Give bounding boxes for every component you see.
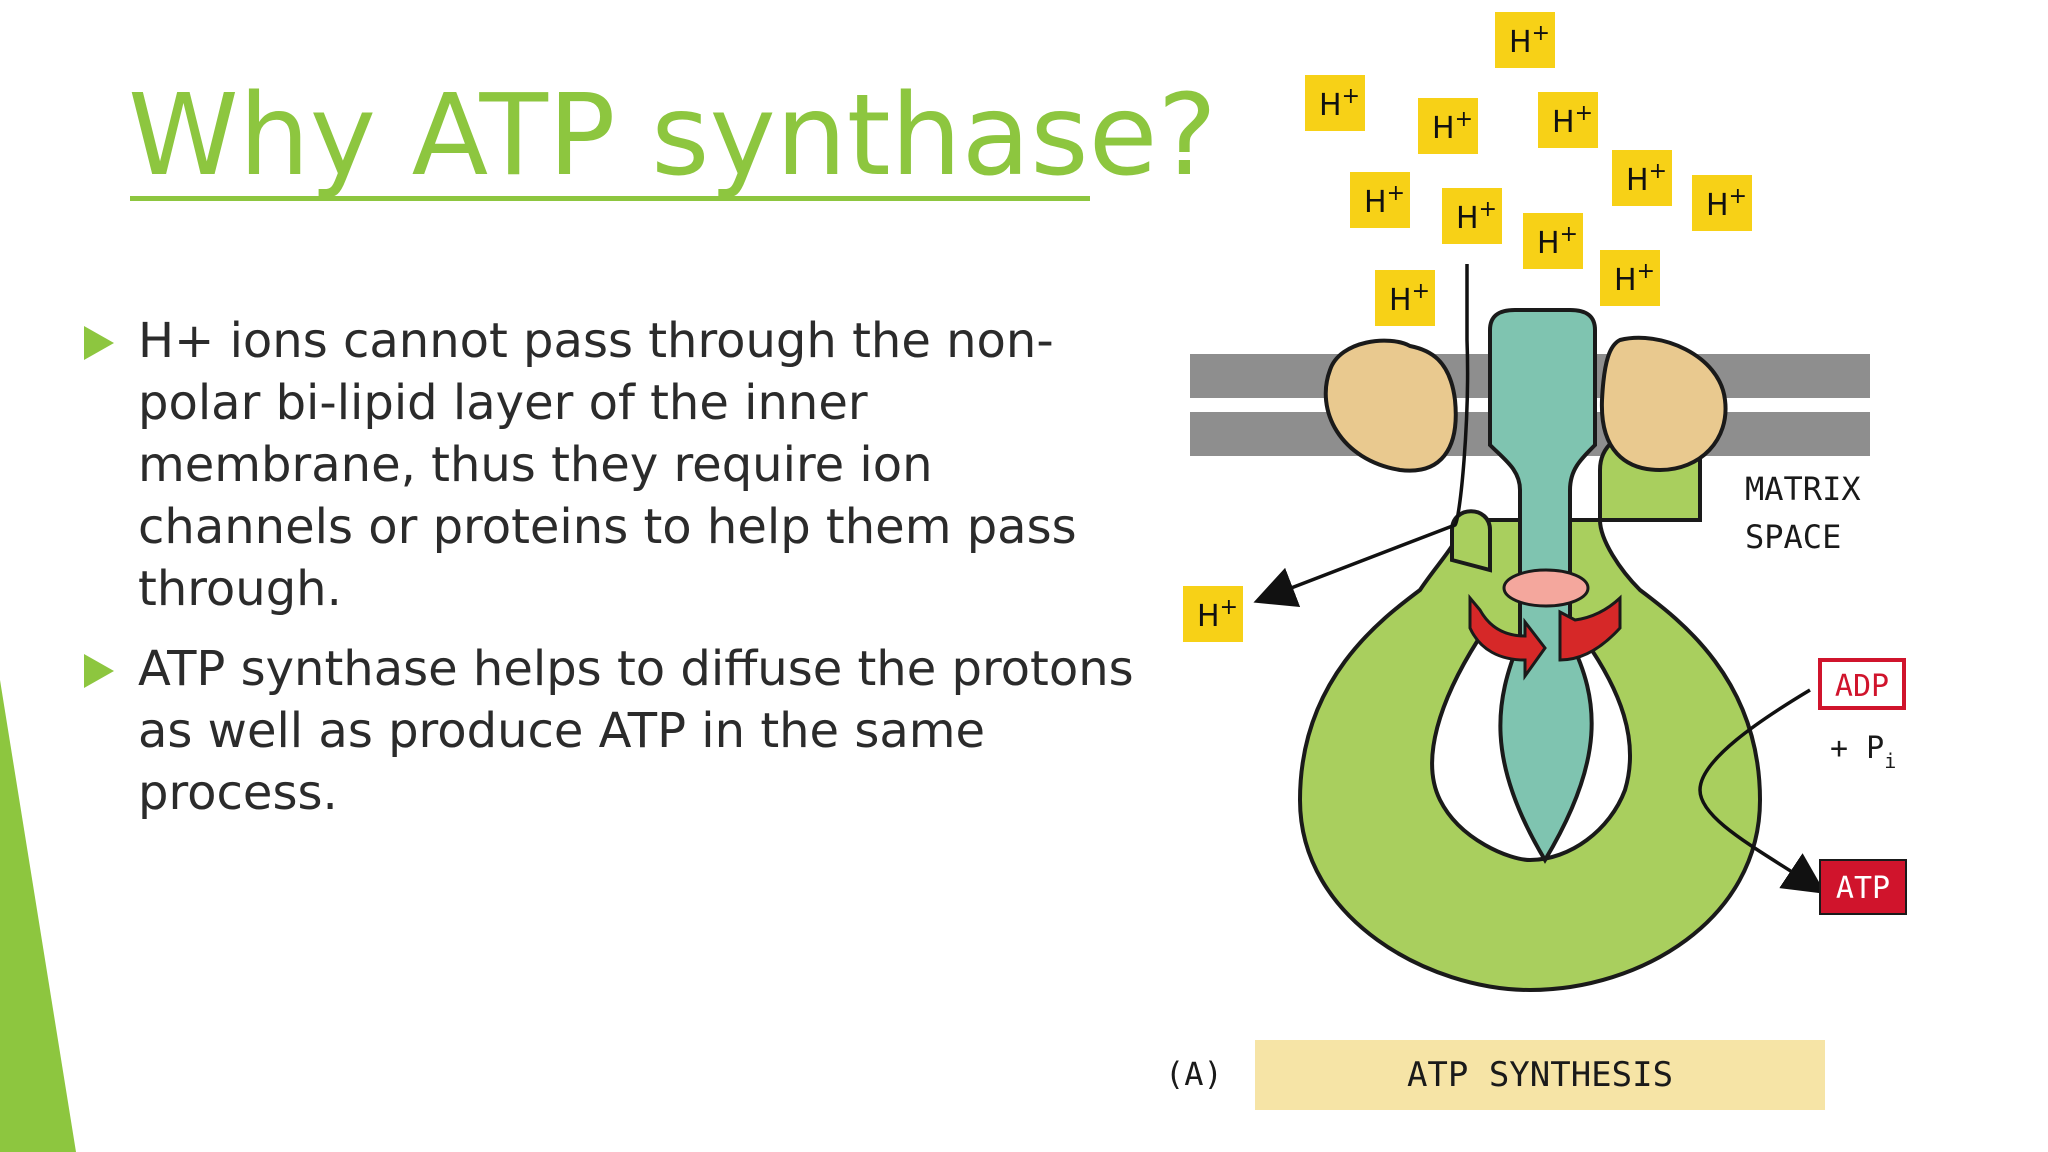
hydrogen-ion-box <box>1600 250 1660 306</box>
left-accent-wedge <box>0 680 76 1152</box>
rotation-arrow-left <box>1468 593 1547 681</box>
matrix-space-label: MATRIX <box>1745 470 1861 508</box>
atp-label: ATP <box>1836 871 1890 906</box>
adp-box <box>1818 658 1906 710</box>
hydrogen-ion-box <box>1375 270 1435 326</box>
rotation-ring <box>1502 568 1590 608</box>
hydrogen-charge: + <box>1560 222 1578 247</box>
atp-box <box>1819 859 1907 915</box>
hydrogen-symbol: H <box>1706 188 1729 223</box>
hydrogen-ion-label: H+ <box>1389 279 1430 318</box>
hydrogen-ion-label: H+ <box>1614 259 1655 298</box>
adp-to-atp-arrow <box>1698 688 1826 894</box>
hydrogen-symbol: H <box>1432 111 1455 146</box>
hydrogen-ion-box <box>1495 12 1555 68</box>
hydrogen-charge: + <box>1412 279 1430 304</box>
hydrogen-ion-box <box>1442 188 1502 244</box>
hydrogen-ion-label: H+ <box>1319 84 1360 123</box>
hydrogen-ion-box <box>1350 172 1410 228</box>
hydrogen-symbol: H <box>1626 163 1649 198</box>
hydrogen-ion-box <box>1418 98 1478 154</box>
hydrogen-ion-box <box>1538 92 1598 148</box>
panel-label: (A) <box>1165 1055 1223 1093</box>
hydrogen-charge: + <box>1455 107 1473 132</box>
hydrogen-symbol: H <box>1319 88 1342 123</box>
bullet-text: ATP synthase helps to diffuse the proton… <box>138 641 1134 821</box>
slide-title: Why ATP synthase? <box>128 71 1217 201</box>
hydrogen-charge: + <box>1220 595 1238 620</box>
caption-band <box>1255 1040 1825 1110</box>
matrix-space-label-line2: SPACE <box>1745 518 1841 556</box>
hydrogen-ion-label: H+ <box>1626 159 1667 198</box>
hydrogen-charge: + <box>1637 259 1655 284</box>
hydrogen-ion-label: H+ <box>1537 222 1578 261</box>
hydrogen-symbol: H <box>1552 105 1575 140</box>
atp-synthase-diagram: H+H+H+H+H+H+H+H+H+H+H+H+ MATRIX SPACE AD… <box>1165 12 1907 1110</box>
hydrogen-ion-box <box>1612 150 1672 206</box>
hydrogen-charge: + <box>1729 184 1747 209</box>
hydrogen-symbol: H <box>1614 263 1637 298</box>
phosphate-prefix: + P <box>1830 731 1884 766</box>
phosphate-subscript: i <box>1884 749 1896 773</box>
hydrogen-symbol: H <box>1456 201 1479 236</box>
hydrogen-ion-label: H+ <box>1706 184 1747 223</box>
hydrogen-ion-label: H+ <box>1364 181 1405 220</box>
hydrogen-ion-box <box>1523 213 1583 269</box>
hydrogen-charge: + <box>1575 101 1593 126</box>
rotation-arrow-right <box>1558 594 1622 662</box>
hydrogen-symbol: H <box>1364 185 1387 220</box>
hydrogen-charge: + <box>1479 197 1497 222</box>
bullet-item: H+ ions cannot pass through the non-pola… <box>80 310 1160 620</box>
bullet-list: H+ ions cannot pass through the non-pola… <box>80 310 1160 842</box>
diagram-caption: ATP SYNTHESIS <box>1407 1055 1673 1095</box>
adp-label: ADP <box>1835 669 1889 704</box>
triangle-bullet-icon <box>84 326 114 360</box>
stator-left <box>1323 338 1458 473</box>
hydrogen-ion-label: H+ <box>1432 107 1473 146</box>
hydrogen-ion-label: H+ <box>1456 197 1497 236</box>
hydrogen-charge: + <box>1387 181 1405 206</box>
hydrogen-ion-label: H+ <box>1197 595 1238 634</box>
hydrogen-symbol: H <box>1389 283 1412 318</box>
hydrogen-symbol: H <box>1537 226 1560 261</box>
hydrogen-ion-label: H+ <box>1552 101 1593 140</box>
hydrogen-charge: + <box>1342 84 1360 109</box>
hydrogen-ion-box <box>1692 175 1752 231</box>
title-underline <box>130 196 1090 201</box>
hydrogen-ion-group: H+H+H+H+H+H+H+H+H+H+H+H+ <box>1183 12 1752 642</box>
hydrogen-symbol: H <box>1197 599 1220 634</box>
hydrogen-ion-box <box>1305 75 1365 131</box>
hydrogen-ion-box <box>1183 586 1243 642</box>
phosphate-label: + Pi <box>1830 731 1896 773</box>
triangle-bullet-icon <box>84 654 114 688</box>
hydrogen-ion-label: H+ <box>1509 21 1550 60</box>
bullet-text: H+ ions cannot pass through the non-pola… <box>138 313 1077 617</box>
stator-right <box>1599 335 1728 473</box>
hydrogen-charge: + <box>1649 159 1667 184</box>
bullet-item: ATP synthase helps to diffuse the proton… <box>80 638 1160 824</box>
hydrogen-symbol: H <box>1509 25 1532 60</box>
proton-path-arrow <box>1253 264 1470 608</box>
hydrogen-charge: + <box>1532 21 1550 46</box>
